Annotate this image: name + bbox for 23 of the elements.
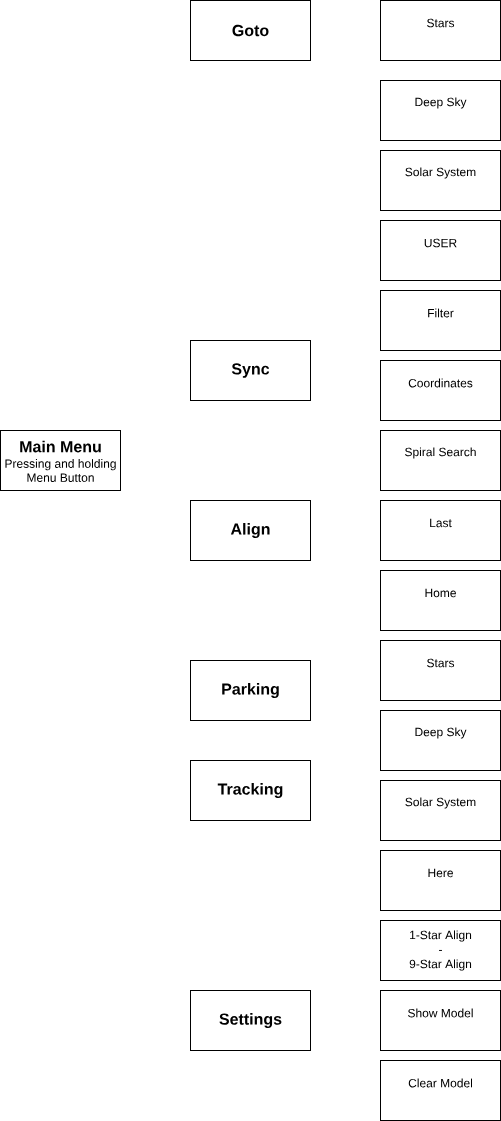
submenu-option-box: Filter [380,290,501,351]
submenu-option-box: Show Model [380,990,501,1051]
menu-option-box: Parking [190,660,311,721]
menu-option-box: Align [190,500,311,561]
submenu-option-box: Last [380,500,501,561]
submenu-option-box: Solar System [380,150,501,211]
submenu-option-box: Coordinates [380,360,501,421]
submenu-option-box: Solar System [380,780,501,841]
submenu-option-box: Deep Sky [380,710,501,771]
menu-option-box: Settings [190,990,311,1051]
submenu-option-box: USER [380,220,501,281]
menu-option-box: Tracking [190,760,311,821]
submenu-option-box: Here [380,850,501,911]
submenu-option-box: Spiral Search [380,430,501,491]
menu-option-box: Goto [190,0,311,61]
submenu-option-box: Stars [380,640,501,701]
menu-option-box: Sync [190,340,311,401]
submenu-option-box: Stars [380,0,501,61]
submenu-option-box: Deep Sky [380,80,501,141]
submenu-option-box: 1-Star Align - 9-Star Align [380,920,501,981]
menu-box: Main Menu Pressing and holding Menu Button [0,430,121,491]
submenu-option-box: Home [380,570,501,631]
submenu-option-box: Clear Model [380,1060,501,1121]
